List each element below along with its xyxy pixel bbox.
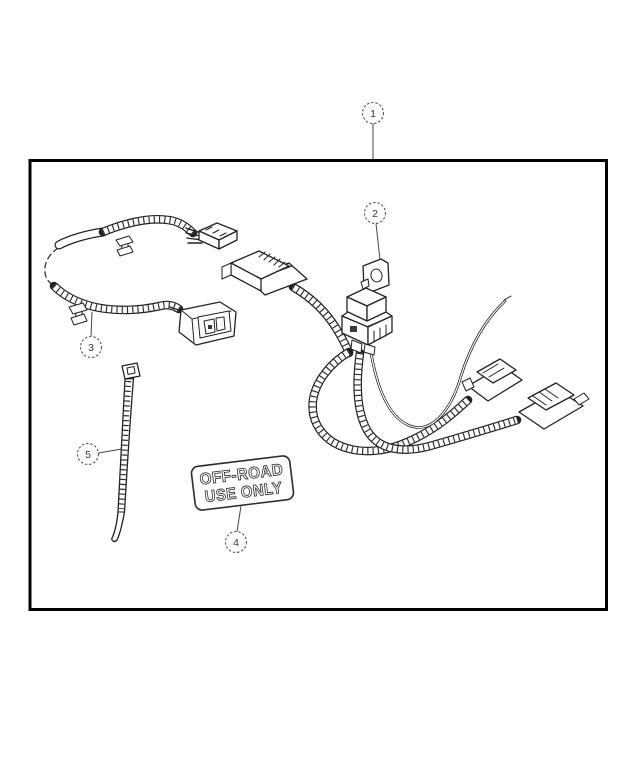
callout-3-circle <box>79 335 103 359</box>
relay-terminal-window <box>350 326 357 332</box>
warning-label: OFF-ROAD USE ONLY <box>190 455 295 511</box>
main-harness <box>221 250 590 451</box>
callout-4: 4 <box>224 505 248 554</box>
rocker-detent <box>208 325 212 329</box>
relay-boot-1 <box>350 339 363 354</box>
callout-5-leader <box>98 448 123 454</box>
thin-lead-wire <box>369 295 512 429</box>
callout-2-number: 2 <box>372 208 378 220</box>
connector-6pin <box>221 250 308 296</box>
callout-1-number: 1 <box>370 108 376 120</box>
callout-5-circle <box>76 442 100 466</box>
switch-harness <box>44 219 238 346</box>
bracket-hole <box>370 268 383 283</box>
cable-tie-head-slot <box>126 366 136 375</box>
connector-4pin-right <box>518 382 590 430</box>
connector-2pin-nub <box>461 377 475 392</box>
wire-tip <box>503 295 512 301</box>
relay-bracket-tab <box>360 258 390 293</box>
callout-3-leader <box>90 311 93 337</box>
connector-4pin-nose <box>573 392 590 406</box>
callout-4-circle <box>224 530 248 554</box>
callout-3: 3 <box>79 311 103 359</box>
connector-2pin-latch-plate <box>476 358 517 384</box>
rocker-pad-right <box>215 316 226 332</box>
callout-3-number: 3 <box>88 342 94 354</box>
connector-2pin-right <box>461 358 523 402</box>
callout-1-circle <box>361 101 385 125</box>
callout-4-leader <box>236 505 242 532</box>
switch-harness-connector <box>185 222 238 250</box>
connector-side-face <box>218 230 238 250</box>
callout-4-number: 4 <box>233 537 239 549</box>
relay <box>341 258 393 356</box>
connector-6pin-latch <box>221 262 232 280</box>
relay-boot-2 <box>363 343 376 356</box>
callout-5: 5 <box>76 442 123 466</box>
bracket-notch <box>360 278 370 290</box>
connector-4pin-top <box>527 382 575 411</box>
callout-2-circle <box>363 201 387 225</box>
warning-label-plate <box>190 455 295 511</box>
callout-2: 2 <box>363 201 387 261</box>
rocker-switch <box>169 301 237 346</box>
callout-5-number: 5 <box>85 449 91 461</box>
wire-clip-1 <box>115 235 134 257</box>
callout-1: 1 <box>361 101 385 159</box>
callout-2-leader <box>375 223 381 261</box>
wire-clip-2 <box>68 302 88 326</box>
cable-tie <box>111 362 141 543</box>
switch-harness-dashed-wire <box>44 247 59 287</box>
